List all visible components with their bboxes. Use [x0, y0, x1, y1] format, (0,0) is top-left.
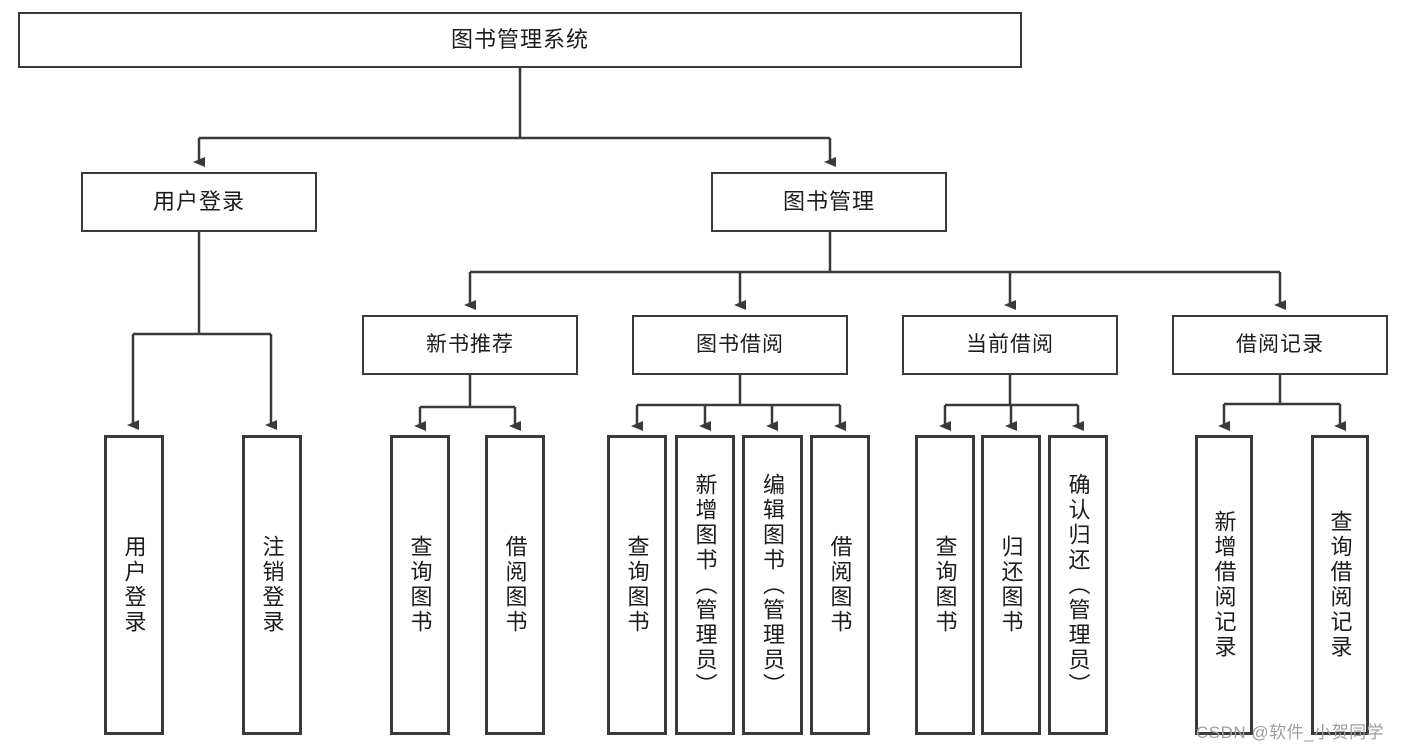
node-label: 确认归还（管理员）	[1065, 472, 1091, 698]
leaf-new-book-borrow-book[interactable]: 借阅图书	[485, 435, 545, 735]
node-label: 新增借阅记录	[1211, 510, 1237, 660]
node-label: 查询图书	[407, 535, 433, 635]
node-label: 新增图书（管理员）	[692, 472, 718, 698]
node-label: 图书管理	[782, 189, 875, 215]
leaf-user-login-logout[interactable]: 注销登录	[242, 435, 302, 735]
node-book-borrow[interactable]: 图书借阅	[632, 315, 848, 375]
node-label: 新书推荐	[426, 332, 514, 356]
leaf-user-login-login[interactable]: 用户登录	[104, 435, 164, 735]
leaf-book-borrow-edit-book-admin[interactable]: 编辑图书（管理员）	[742, 435, 803, 735]
node-user-login[interactable]: 用户登录	[81, 172, 317, 232]
leaf-new-book-query-book[interactable]: 查询图书	[390, 435, 450, 735]
node-label: 借阅图书	[502, 535, 528, 635]
node-new-book-recommend[interactable]: 新书推荐	[362, 315, 578, 375]
leaf-current-borrow-confirm-return-admin[interactable]: 确认归还（管理员）	[1048, 435, 1108, 735]
node-label: 查询借阅记录	[1327, 510, 1353, 660]
node-book-management[interactable]: 图书管理	[711, 172, 947, 232]
node-label: 注销登录	[259, 535, 285, 635]
leaf-borrow-record-add-record[interactable]: 新增借阅记录	[1195, 435, 1253, 735]
leaf-borrow-record-query-record[interactable]: 查询借阅记录	[1311, 435, 1369, 735]
node-label: 用户登录	[152, 189, 245, 215]
node-label: 归还图书	[998, 535, 1024, 635]
node-root-book-management-system[interactable]: 图书管理系统	[18, 12, 1022, 68]
leaf-book-borrow-borrow-book[interactable]: 借阅图书	[810, 435, 870, 735]
node-label: 查询图书	[624, 535, 650, 635]
leaf-current-borrow-query-book[interactable]: 查询图书	[915, 435, 975, 735]
node-label: 图书管理系统	[450, 27, 589, 53]
node-label: 借阅图书	[827, 535, 853, 635]
leaf-book-borrow-query-book[interactable]: 查询图书	[607, 435, 667, 735]
node-current-borrow[interactable]: 当前借阅	[902, 315, 1118, 375]
node-label: 编辑图书（管理员）	[760, 472, 786, 698]
node-label: 当前借阅	[966, 332, 1054, 356]
leaf-book-borrow-add-book-admin[interactable]: 新增图书（管理员）	[675, 435, 735, 735]
node-borrow-record[interactable]: 借阅记录	[1172, 315, 1388, 375]
node-label: 图书借阅	[696, 332, 784, 356]
csdn-watermark: CSDN @软件_小贺同学	[1196, 723, 1385, 742]
node-label: 用户登录	[121, 535, 147, 635]
node-label: 借阅记录	[1236, 332, 1324, 356]
node-label: 查询图书	[932, 535, 958, 635]
leaf-current-borrow-return-book[interactable]: 归还图书	[981, 435, 1041, 735]
